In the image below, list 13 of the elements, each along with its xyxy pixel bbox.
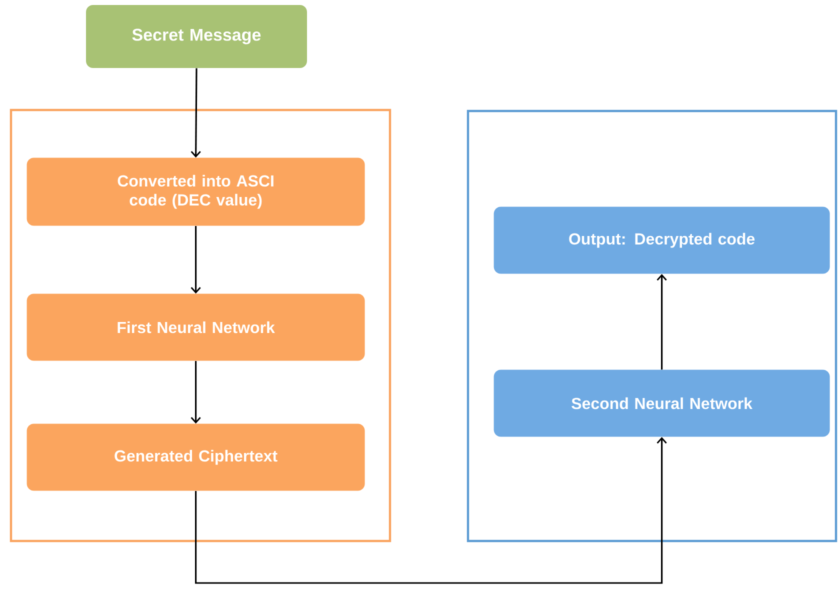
arrow xyxy=(190,226,201,294)
process-box: Second Neural Network xyxy=(494,370,830,437)
group-frame xyxy=(466,110,838,542)
output-box: Output: Decrypted code xyxy=(494,206,830,274)
process-box: First Neural Network xyxy=(26,294,365,361)
arrow xyxy=(190,68,201,158)
start-box: Secret Message xyxy=(86,5,307,68)
process-box: Generated Ciphertext xyxy=(26,424,365,491)
arrow xyxy=(195,437,667,584)
group-frame xyxy=(10,108,392,542)
arrow xyxy=(190,361,201,424)
arrow xyxy=(656,274,667,370)
process-box: Converted into ASCI code (DEC value) xyxy=(26,158,365,226)
